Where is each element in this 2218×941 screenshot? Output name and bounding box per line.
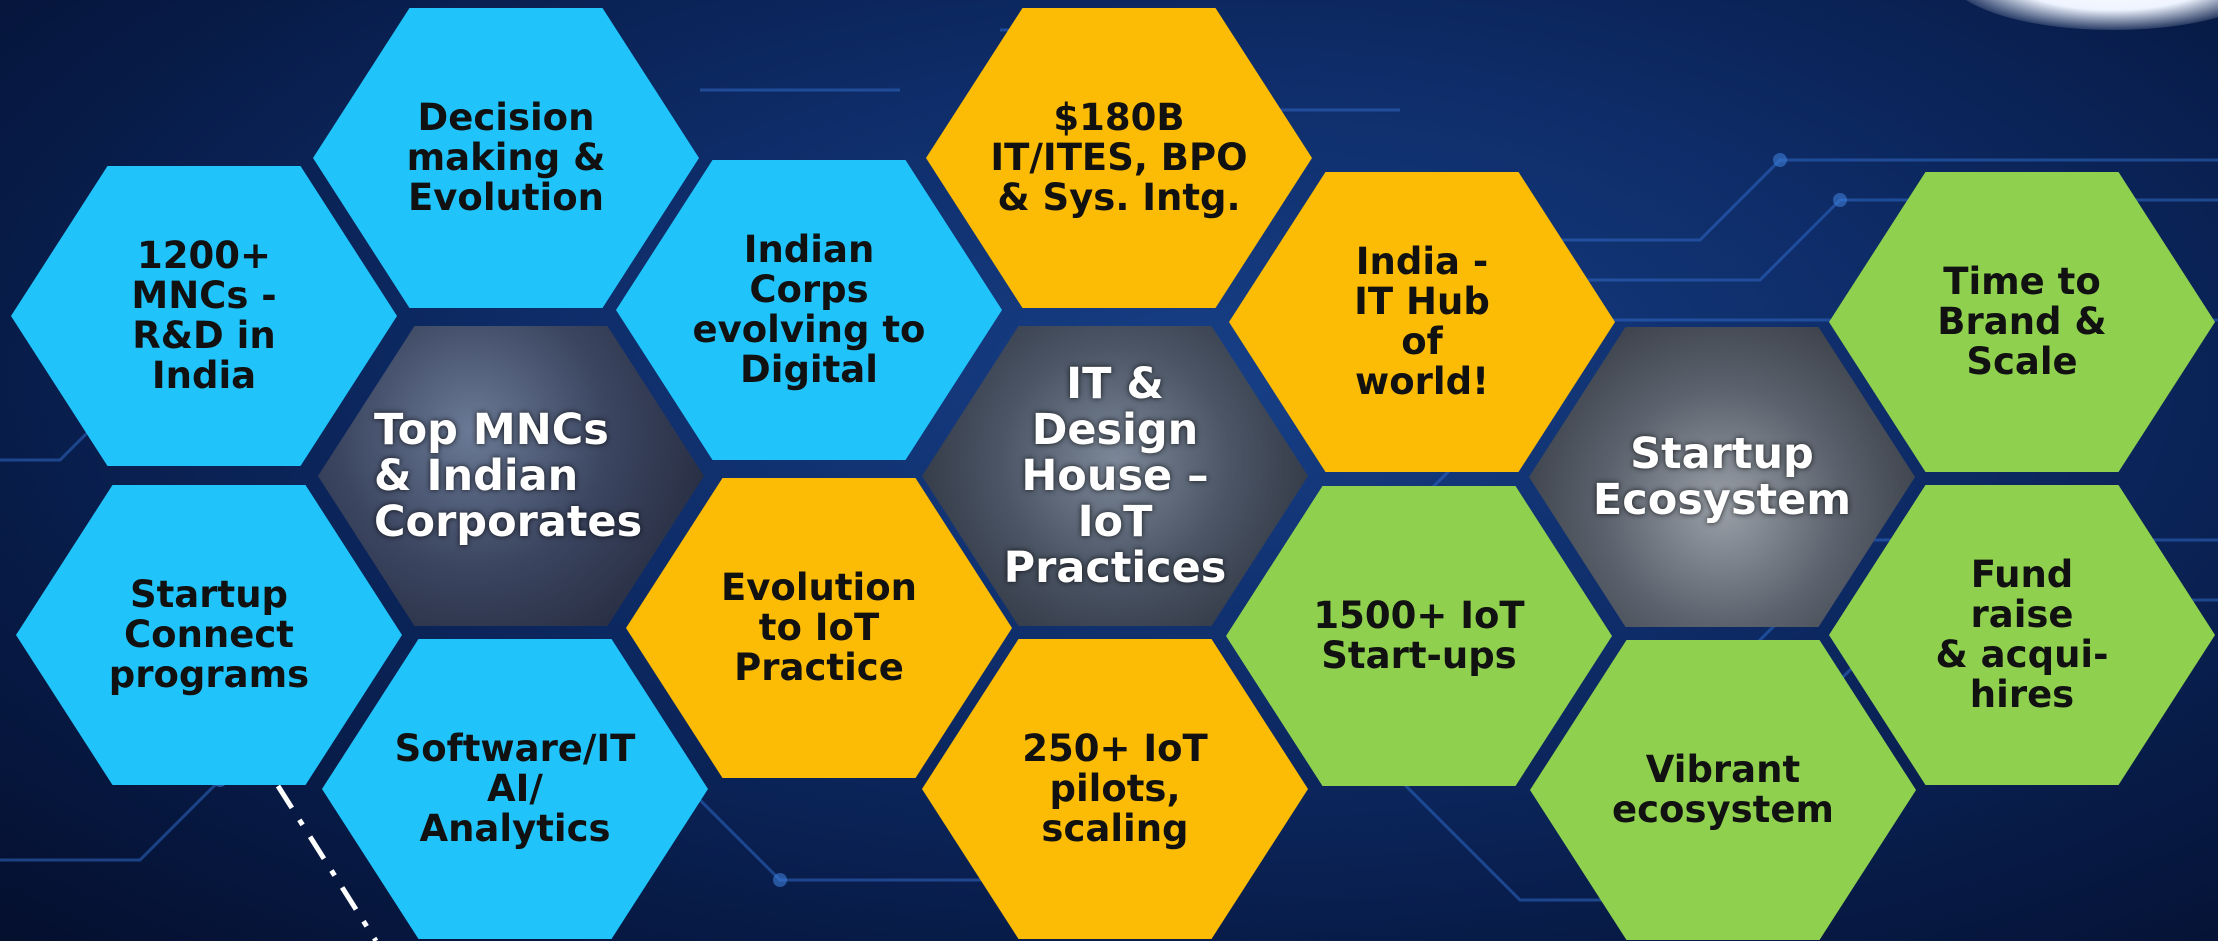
hex-label: IT & Design House – IoT Practices [1003, 359, 1227, 593]
hex-it-hub: India - IT Hub of world! [1229, 172, 1615, 472]
hex-label: Startup Connect programs [108, 573, 310, 696]
hex-label: Top MNCs & Indian Corporates [374, 405, 643, 547]
hex-label: 250+ IoT pilots, scaling [1022, 727, 1208, 850]
hex-label: Software/IT AI/ Analytics [394, 727, 636, 850]
hex-label: Time to Brand & Scale [1937, 260, 2107, 383]
hex-startup-ecosystem-photo: Startup Ecosystem [1529, 327, 1915, 627]
hex-label: Vibrant ecosystem [1612, 748, 1834, 831]
hex-label: $180B IT/ITES, BPO & Sys. Intg. [990, 96, 1248, 219]
hex-fund-raise: Fund raise & acqui- hires [1829, 485, 2215, 785]
hex-brand-scale: Time to Brand & Scale [1829, 172, 2215, 472]
hex-label: India - IT Hub of world! [1354, 240, 1490, 403]
hex-iot-startups: 1500+ IoT Start-ups [1226, 486, 1612, 786]
hex-label: Fund raise & acqui- hires [1935, 553, 2109, 716]
hex-startup-connect: Startup Connect programs [16, 485, 402, 785]
hex-label: Decision making & Evolution [406, 96, 606, 219]
hex-label: Startup Ecosystem [1592, 429, 1852, 525]
hex-label: 1200+ MNCs - R&D in India [131, 234, 277, 397]
hex-mnc-rd: 1200+ MNCs - R&D in India [11, 166, 397, 466]
hex-vibrant-ecosystem: Vibrant ecosystem [1530, 640, 1916, 940]
hex-label: Indian Corps evolving to Digital [692, 228, 926, 391]
hex-label: 1500+ IoT Start-ups [1313, 594, 1525, 677]
hex-label: Evolution to IoT Practice [721, 566, 917, 689]
